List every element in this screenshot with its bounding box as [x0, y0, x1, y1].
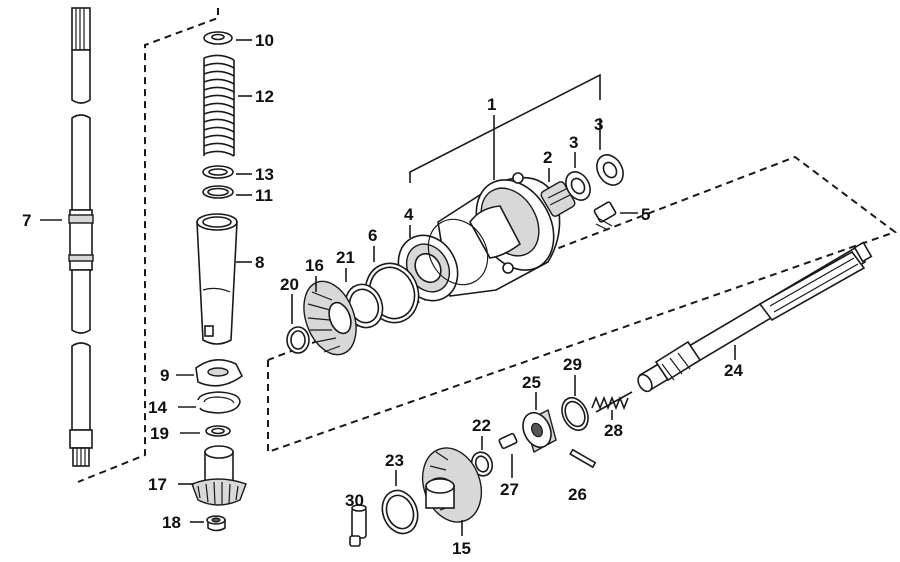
callout-15: 15: [452, 539, 471, 558]
callout-11: 11: [255, 186, 273, 205]
retaining-ring-14: [197, 391, 241, 414]
washer-20: [286, 326, 310, 354]
pin-26: [569, 448, 597, 469]
propshaft-group-outline: [267, 155, 898, 454]
driveshaft-group-outline: [77, 8, 219, 483]
sleeve-8: [196, 213, 238, 345]
drive-shaft: [68, 7, 94, 467]
callout-5: 5: [641, 205, 650, 224]
washer-10: [203, 31, 233, 45]
callout-7: 7: [22, 211, 31, 230]
callout-22: 22: [472, 416, 491, 435]
bearing-4: [397, 218, 489, 302]
callout-3b: 3: [569, 133, 578, 152]
callout-20: 20: [280, 275, 299, 294]
ring-11: [202, 185, 234, 199]
clip-9: [195, 359, 244, 387]
pinion-gear-17: [191, 445, 247, 506]
callout-29: 29: [563, 355, 582, 374]
callout-19: 19: [150, 424, 169, 443]
callout-21: 21: [336, 248, 355, 267]
clutch-dog-25: [522, 408, 557, 454]
callout-30: 30: [345, 491, 364, 510]
forward-gear-16: [303, 280, 357, 356]
pin-30: [349, 504, 367, 547]
washer-22: [470, 451, 494, 477]
callout-4: 4: [404, 205, 414, 224]
callout-16: 16: [305, 256, 324, 275]
propeller-shaft-24: [637, 241, 873, 393]
nut-18: [206, 515, 226, 532]
callout-9: 9: [160, 366, 169, 385]
callout-13: 13: [255, 165, 274, 184]
seal-3a: [565, 171, 591, 201]
bracket-1: [409, 73, 601, 183]
callout-26: 26: [568, 485, 587, 504]
reverse-gear-15: [421, 447, 483, 523]
callout-25: 25: [522, 373, 541, 392]
callout-12: 12: [255, 87, 274, 106]
callout-2: 2: [543, 148, 552, 167]
ring-29: [561, 396, 589, 432]
callout-23: 23: [385, 451, 404, 470]
callout-17: 17: [148, 475, 167, 494]
spring-28: [591, 391, 633, 413]
callout-14: 14: [148, 398, 167, 417]
spring-12: [203, 54, 235, 157]
callout-6: 6: [368, 226, 377, 245]
bearing-housing: [437, 172, 561, 297]
callout-3a: 3: [594, 115, 603, 134]
screw-5: [593, 201, 617, 231]
pin-27: [498, 432, 518, 450]
callout-28: 28: [604, 421, 623, 440]
callout-1: 1: [487, 95, 496, 114]
callout-24: 24: [724, 361, 743, 380]
seal-3b: [596, 154, 624, 186]
washer-19: [205, 425, 231, 437]
callout-10: 10: [255, 31, 274, 50]
callout-8: 8: [255, 253, 264, 272]
shim-23: [381, 489, 419, 535]
callout-18: 18: [162, 513, 181, 532]
washer-13: [202, 165, 234, 179]
callout-27: 27: [500, 480, 519, 499]
